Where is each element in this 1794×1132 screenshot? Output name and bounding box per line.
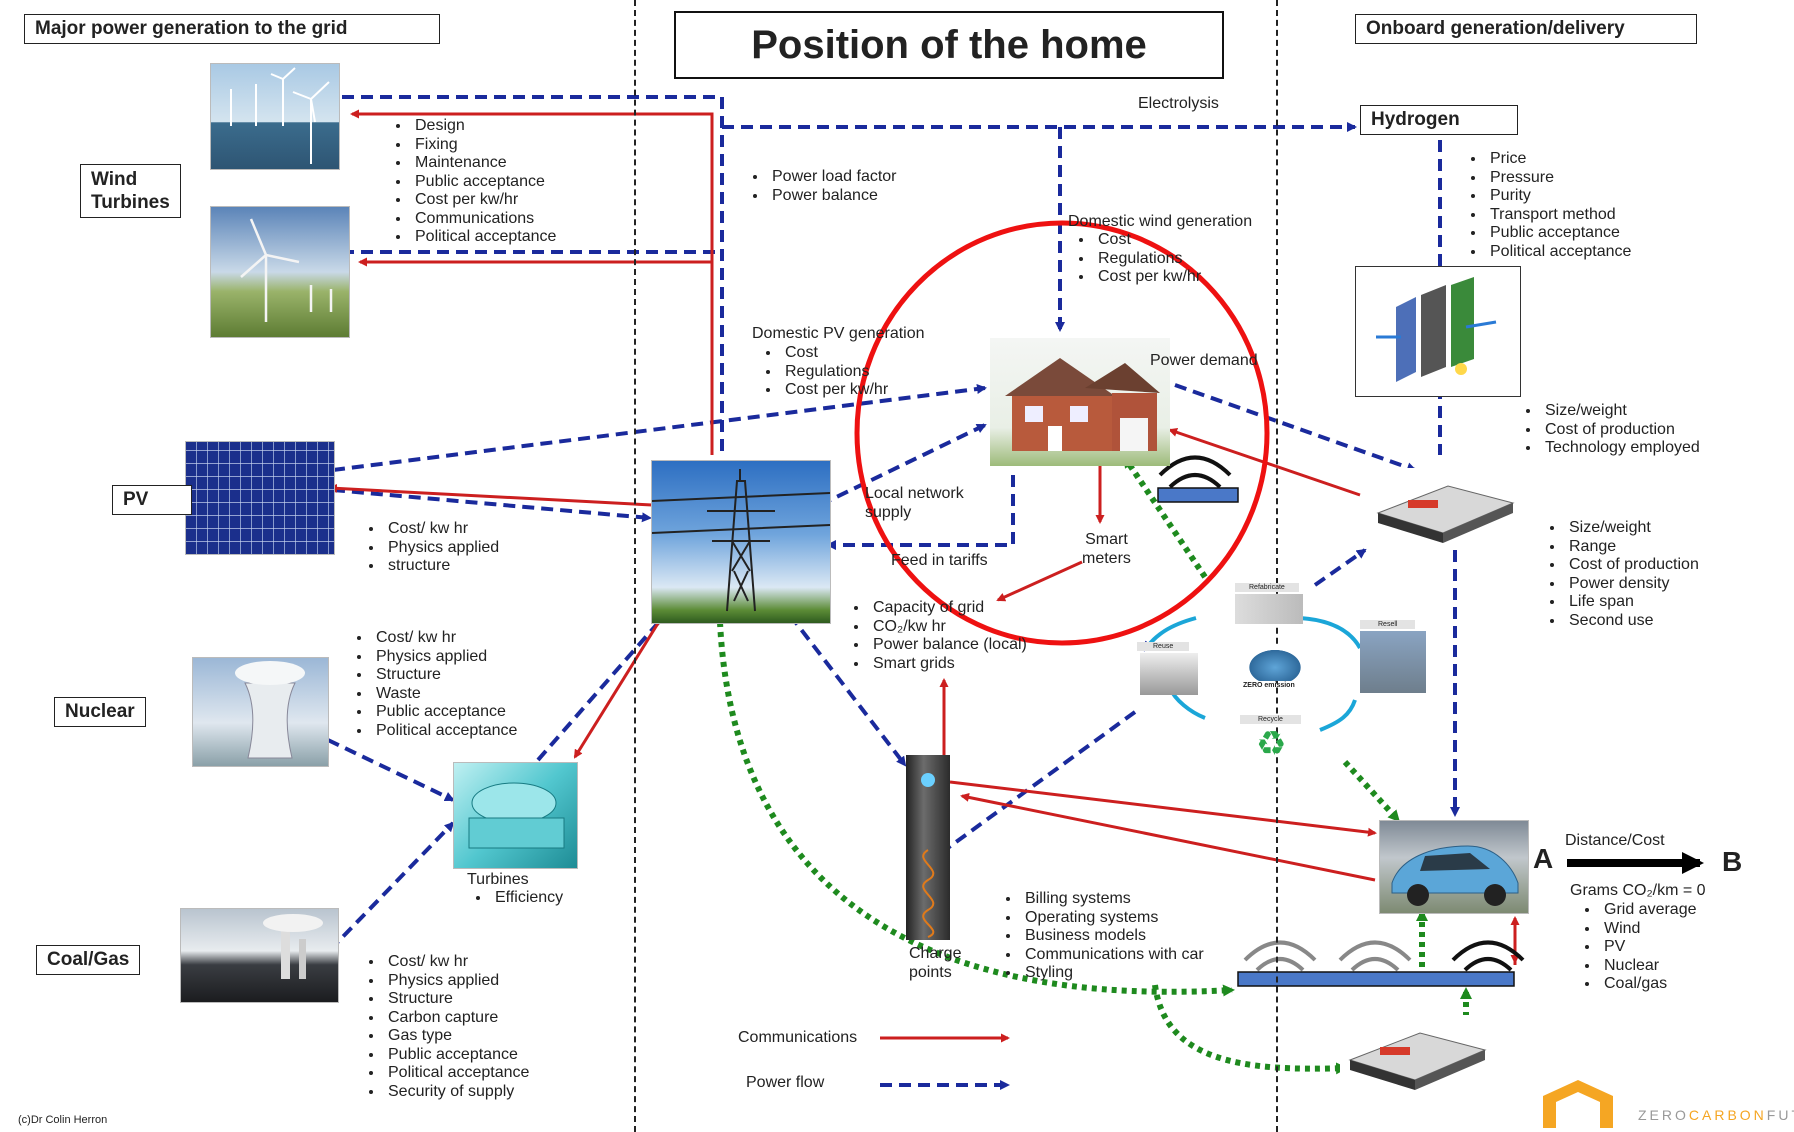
fuel-cell-diagram-image xyxy=(1355,266,1521,397)
page-title: Position of the home xyxy=(674,11,1224,79)
grid-top-bullets: Power load factorPower balance xyxy=(742,168,897,205)
lifecycle-refabricate-label: Refabricate xyxy=(1235,583,1299,592)
wind-bullets: DesignFixingMaintenancePublic acceptance… xyxy=(385,117,556,247)
hydrogen-label: Hydrogen xyxy=(1360,105,1518,135)
grams-co2-label: Grams CO₂/km = 0 xyxy=(1570,882,1706,899)
pv-bullets: Cost/ kw hrPhysics appliedstructure xyxy=(358,520,499,576)
turbines-label: Turbines xyxy=(467,871,529,888)
legend-communications-label: Communications xyxy=(738,1029,858,1046)
steam-turbine-image xyxy=(453,762,578,869)
section-label-right: Onboard generation/delivery xyxy=(1355,14,1697,44)
point-b-label: B xyxy=(1722,846,1743,877)
nuclear-label: Nuclear xyxy=(54,697,146,727)
lifecycle-reuse-image xyxy=(1140,653,1198,695)
smart-meters-label: Smart meters xyxy=(1082,531,1131,567)
battery-bullets: Size/weightRangeCost of productionPower … xyxy=(1539,519,1699,630)
electrolysis-label: Electrolysis xyxy=(1138,95,1219,112)
divider-right xyxy=(1276,0,1278,1132)
zero-emission-label: ZERO emission xyxy=(1243,682,1295,689)
charging-pad xyxy=(1237,971,1515,987)
lower-battery-pack-image xyxy=(1340,1015,1492,1095)
home-network-device xyxy=(1157,487,1239,503)
charge-point-image xyxy=(906,755,950,940)
zero-carbon-logo-text: ZEROCARBONFUT xyxy=(1638,1107,1794,1123)
domestic-wind-bullets: CostRegulationsCost per kw/hr xyxy=(1068,231,1201,287)
offshore-wind-farm-image xyxy=(210,63,340,170)
lifecycle-recycle-label: Recycle xyxy=(1240,715,1301,724)
charge-point-bullets: Billing systemsOperating systemsBusiness… xyxy=(995,890,1204,983)
coal-gas-plant-image xyxy=(180,908,339,1003)
zero-carbon-logo-icon xyxy=(1543,1080,1613,1128)
pv-label: PV xyxy=(112,485,192,515)
feed-in-tariffs-label: Feed in tariffs xyxy=(891,552,988,569)
point-a-label: A xyxy=(1533,843,1554,874)
solar-panel-image xyxy=(185,441,335,555)
electric-car-image xyxy=(1379,820,1529,914)
domestic-wind-title: Domestic wind generation xyxy=(1068,213,1253,230)
onshore-wind-turbine-image xyxy=(210,206,350,338)
house-image xyxy=(990,338,1170,466)
highlight-circle xyxy=(854,220,1270,646)
nuclear-plant-image xyxy=(192,657,329,767)
lifecycle-resell-image xyxy=(1360,631,1426,693)
coal-gas-bullets: Cost/ kw hrPhysics appliedStructureCarbo… xyxy=(358,953,529,1101)
distance-cost-label: Distance/Cost xyxy=(1565,832,1665,849)
credit-text: (c)Dr Colin Herron xyxy=(18,1114,108,1126)
power-demand-label: Power demand xyxy=(1150,352,1258,369)
domestic-pv-bullets: CostRegulationsCost per kw/hr xyxy=(755,344,888,400)
zero-emission-car-image xyxy=(1245,647,1305,681)
charge-points-label: Charge points xyxy=(909,945,962,981)
local-network-supply-label: Local network supply xyxy=(865,485,964,521)
wind-turbines-label: Wind Turbines xyxy=(80,164,181,218)
hydrogen-bullets: PricePressurePurityTransport methodPubli… xyxy=(1460,150,1631,261)
electricity-pylon-image xyxy=(651,460,831,624)
recycle-icon: ♻ xyxy=(1256,725,1287,763)
lifecycle-reuse-label: Reuse xyxy=(1137,642,1190,651)
battery-pack-image xyxy=(1368,468,1520,548)
lifecycle-refabricate-image xyxy=(1235,594,1303,624)
divider-left xyxy=(634,0,636,1132)
nuclear-bullets: Cost/ kw hrPhysics appliedStructureWaste… xyxy=(346,629,517,740)
domestic-pv-title: Domestic PV generation xyxy=(752,325,925,342)
legend-power-flow-label: Power flow xyxy=(746,1074,825,1091)
coal-gas-label: Coal/Gas xyxy=(36,945,141,975)
fuel-cell-bullets: Size/weightCost of productionTechnology … xyxy=(1515,402,1700,458)
lifecycle-resell-label: Resell xyxy=(1360,620,1416,629)
car-source-bullets: Grid averageWindPVNuclearCoal/gas xyxy=(1574,901,1697,994)
turbines-bullets: Efficiency xyxy=(465,889,563,908)
section-label-left: Major power generation to the grid xyxy=(24,14,440,44)
